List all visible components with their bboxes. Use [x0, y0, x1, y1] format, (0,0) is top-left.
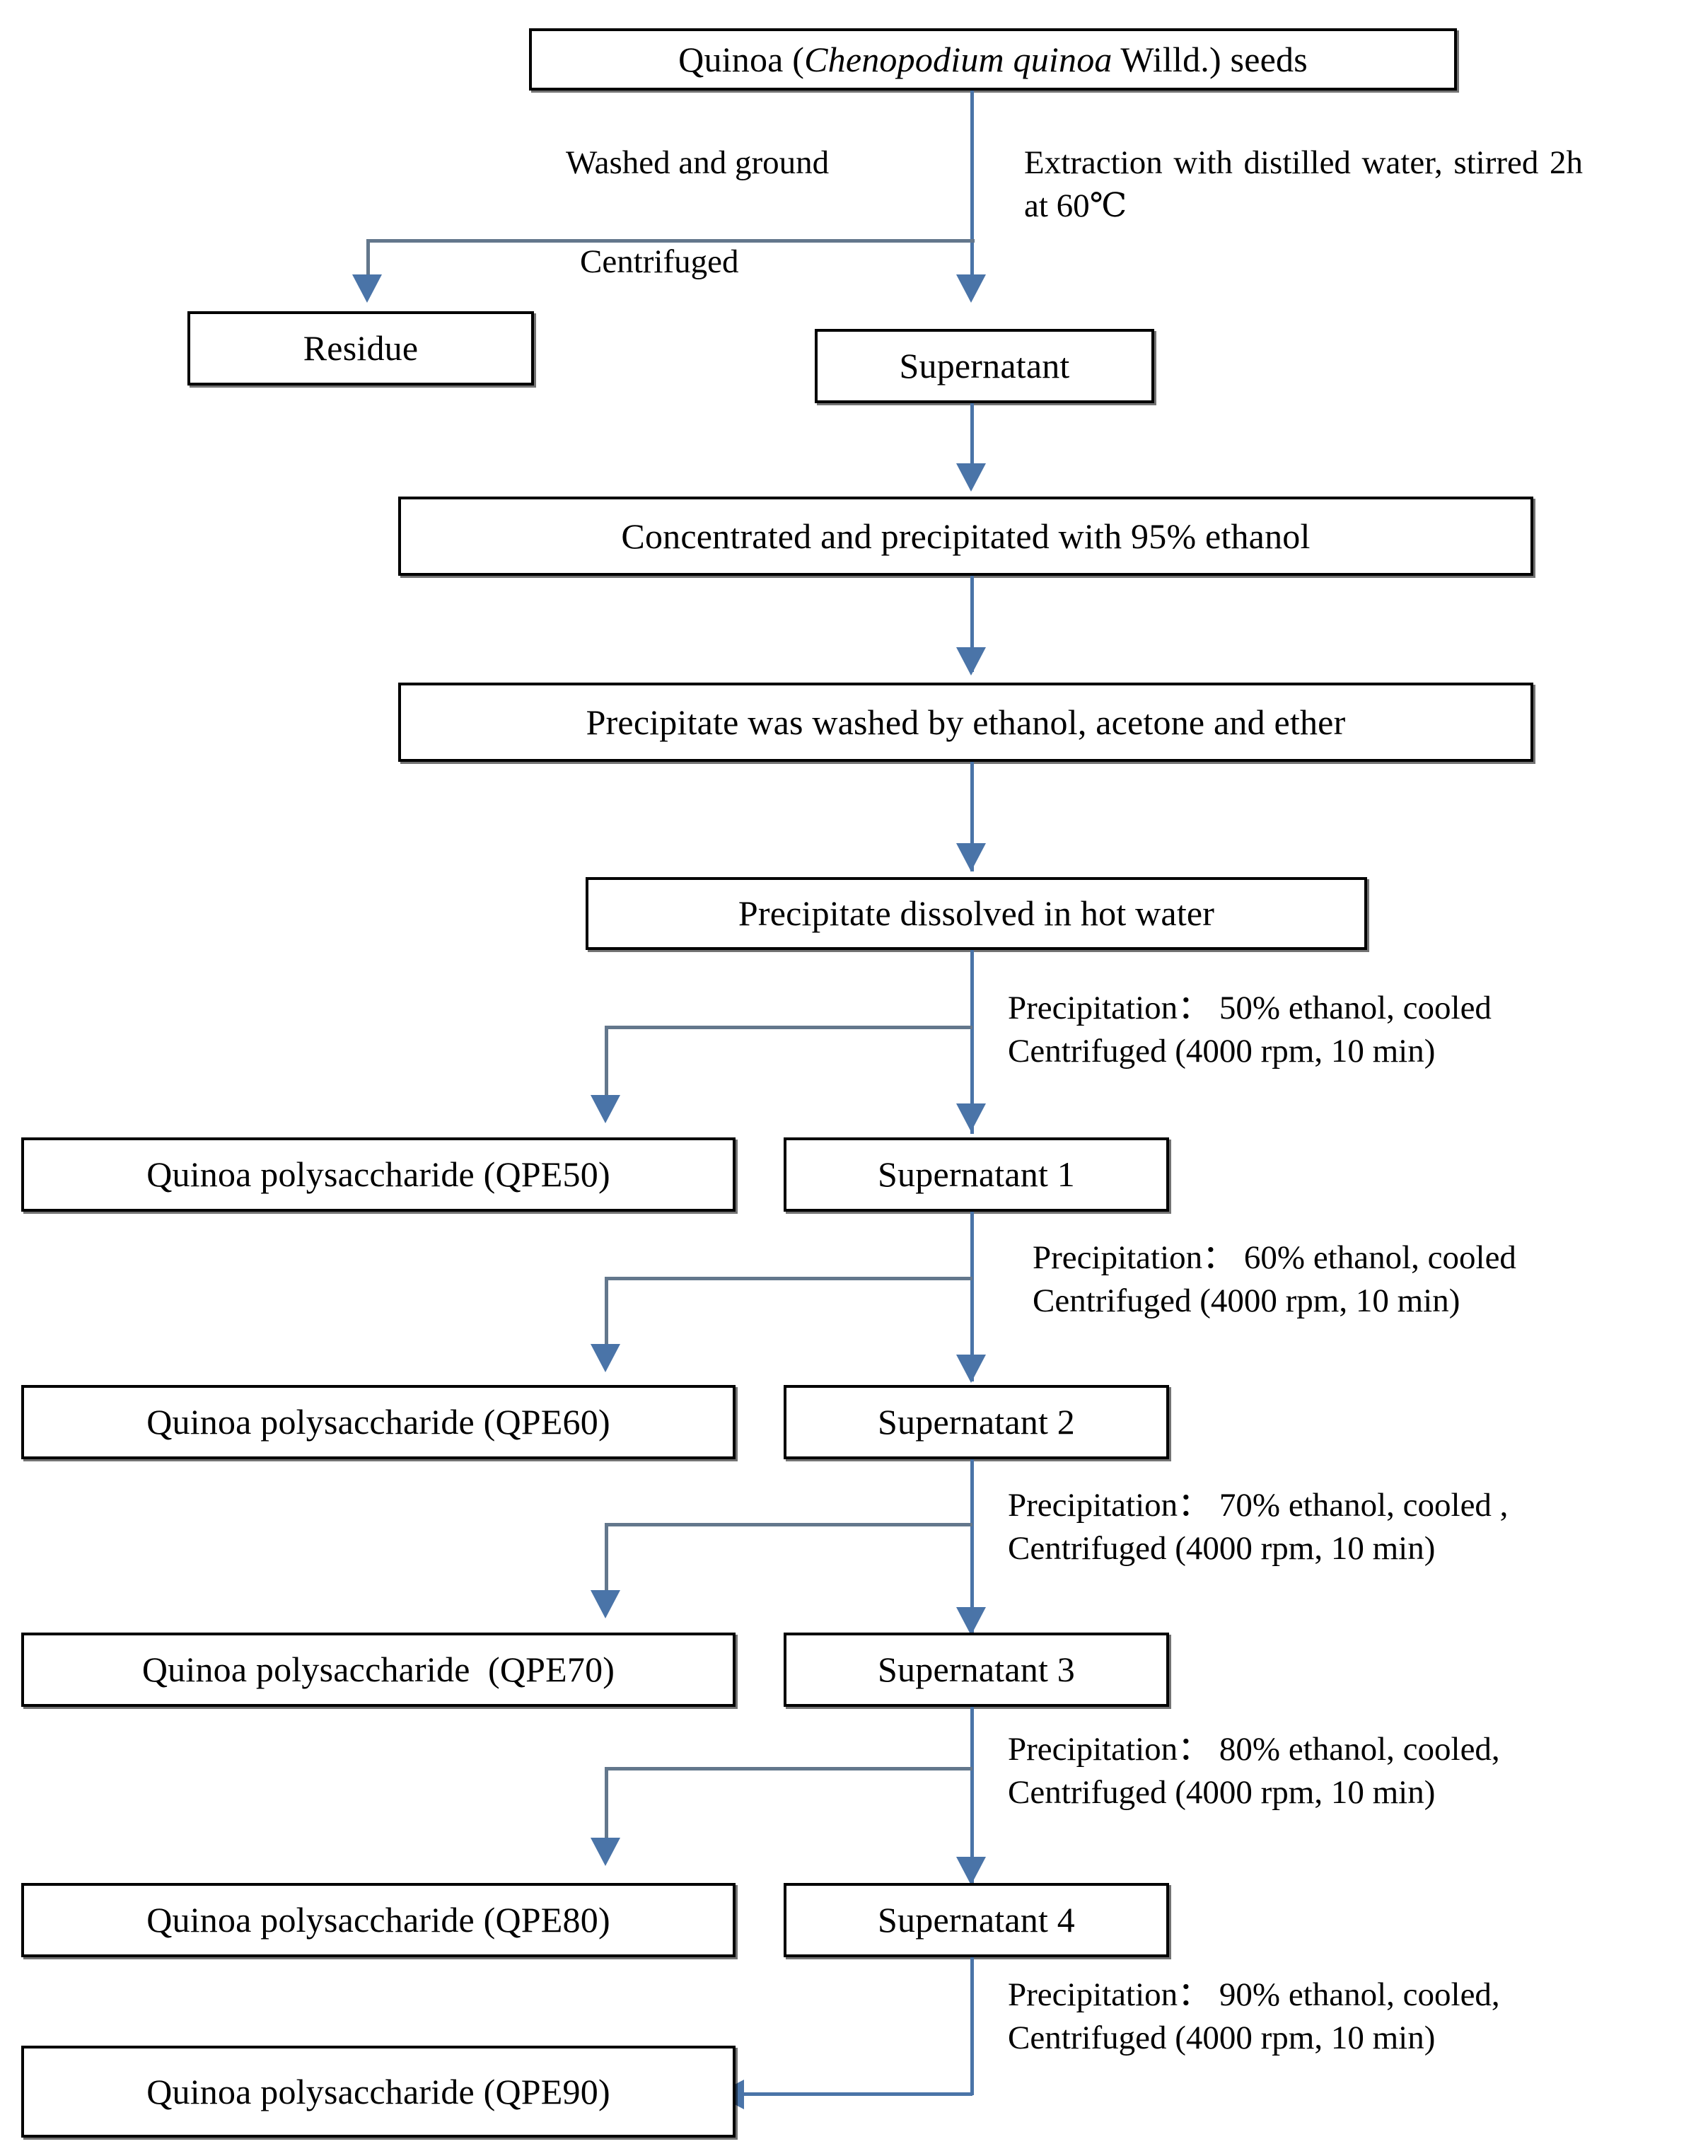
connector-branch-qpe60-down: [605, 1277, 608, 1355]
connector-seeds-to-supernatant: [970, 91, 974, 296]
quinoa-seeds-suffix: Willd.) seeds: [1112, 39, 1308, 79]
annotation-washed-and-ground: Washed and ground: [566, 144, 830, 181]
arrow-to-residue: [352, 274, 382, 303]
box-supernatant-4: Supernatant 4: [784, 1883, 1169, 1957]
arrow-sup1-to-sup2: [956, 1355, 986, 1383]
box-residue: Residue: [187, 311, 534, 386]
quinoa-seeds-species: Chenopodium quinoa: [804, 39, 1112, 79]
connector-branch-residue: [366, 239, 975, 243]
connector-dissolved-to-sup1: [970, 950, 974, 1134]
connector-branch-qpe70-down: [605, 1523, 608, 1601]
connector-washed-to-dissolved: [970, 762, 974, 871]
arrow-to-qpe70: [591, 1590, 620, 1618]
arrow-sup3-to-sup4: [956, 1857, 986, 1885]
connector-supernatant-to-concentrated: [970, 403, 974, 485]
arrow-seeds-to-supernatant: [956, 274, 986, 303]
arrow-to-qpe80: [591, 1838, 620, 1866]
annotation-precipitation-60: Precipitation： 60% ethanol, cooled Centr…: [1033, 1239, 1516, 1320]
connector-branch-qpe90: [743, 2092, 972, 2096]
box-qpe60: Quinoa polysaccharide (QPE60): [21, 1385, 736, 1459]
box-supernatant-3: Supernatant 3: [784, 1633, 1169, 1707]
arrow-to-qpe50: [591, 1095, 620, 1123]
connector-branch-qpe50-down: [605, 1026, 608, 1107]
arrow-concentrated-to-washed: [956, 647, 986, 676]
box-qpe90: Quinoa polysaccharide (QPE90): [21, 2046, 736, 2138]
box-quinoa-seeds: Quinoa (Chenopodium quinoa Willd.) seeds: [529, 28, 1457, 91]
connector-branch-qpe50: [605, 1026, 972, 1029]
connector-sup2-to-sup3: [970, 1459, 974, 1633]
arrow-sup2-to-sup3: [956, 1607, 986, 1635]
box-supernatant: Supernatant: [815, 329, 1154, 403]
arrow-to-qpe60: [591, 1344, 620, 1372]
arrow-washed-to-dissolved: [956, 843, 986, 871]
quinoa-seeds-prefix: Quinoa (: [678, 39, 805, 79]
connector-branch-qpe80-down: [605, 1767, 608, 1848]
annotation-precipitation-70: Precipitation： 70% ethanol, cooled , Cen…: [1008, 1487, 1509, 1567]
connector-concentrated-to-washed: [970, 576, 974, 672]
box-supernatant-2: Supernatant 2: [784, 1385, 1169, 1459]
connector-branch-qpe70: [605, 1523, 972, 1526]
connector-sup3-to-sup4: [970, 1707, 974, 1884]
annotation-precipitation-90: Precipitation： 90% ethanol, cooled, Cent…: [1008, 1976, 1500, 2057]
box-concentrated-precipitated: Concentrated and precipitated with 95% e…: [398, 497, 1533, 576]
annotation-precipitation-50: Precipitation： 50% ethanol, cooled Centr…: [1008, 990, 1492, 1070]
box-precipitate-washed: Precipitate was washed by ethanol, aceto…: [398, 683, 1533, 762]
connector-sup4-to-qpe90: [970, 1957, 974, 2095]
box-supernatant-1: Supernatant 1: [784, 1137, 1169, 1212]
annotation-centrifuged: Centrifuged: [580, 243, 739, 280]
box-precipitate-dissolved: Precipitate dissolved in hot water: [586, 877, 1367, 950]
box-qpe80: Quinoa polysaccharide (QPE80): [21, 1883, 736, 1957]
connector-branch-qpe80: [605, 1767, 972, 1770]
connector-sup1-to-sup2: [970, 1212, 974, 1381]
box-qpe50: Quinoa polysaccharide (QPE50): [21, 1137, 736, 1212]
connector-branch-qpe60: [605, 1277, 972, 1280]
arrow-supernatant-to-concentrated: [956, 463, 986, 492]
annotation-precipitation-80: Precipitation： 80% ethanol, cooled, Cent…: [1008, 1731, 1500, 1812]
connector-branch-residue-down: [366, 239, 370, 289]
box-qpe70: Quinoa polysaccharide (QPE70): [21, 1633, 736, 1707]
annotation-extraction: Extraction with distilled water, stirred…: [1024, 144, 1583, 225]
arrow-dissolved-to-sup1: [956, 1103, 986, 1132]
